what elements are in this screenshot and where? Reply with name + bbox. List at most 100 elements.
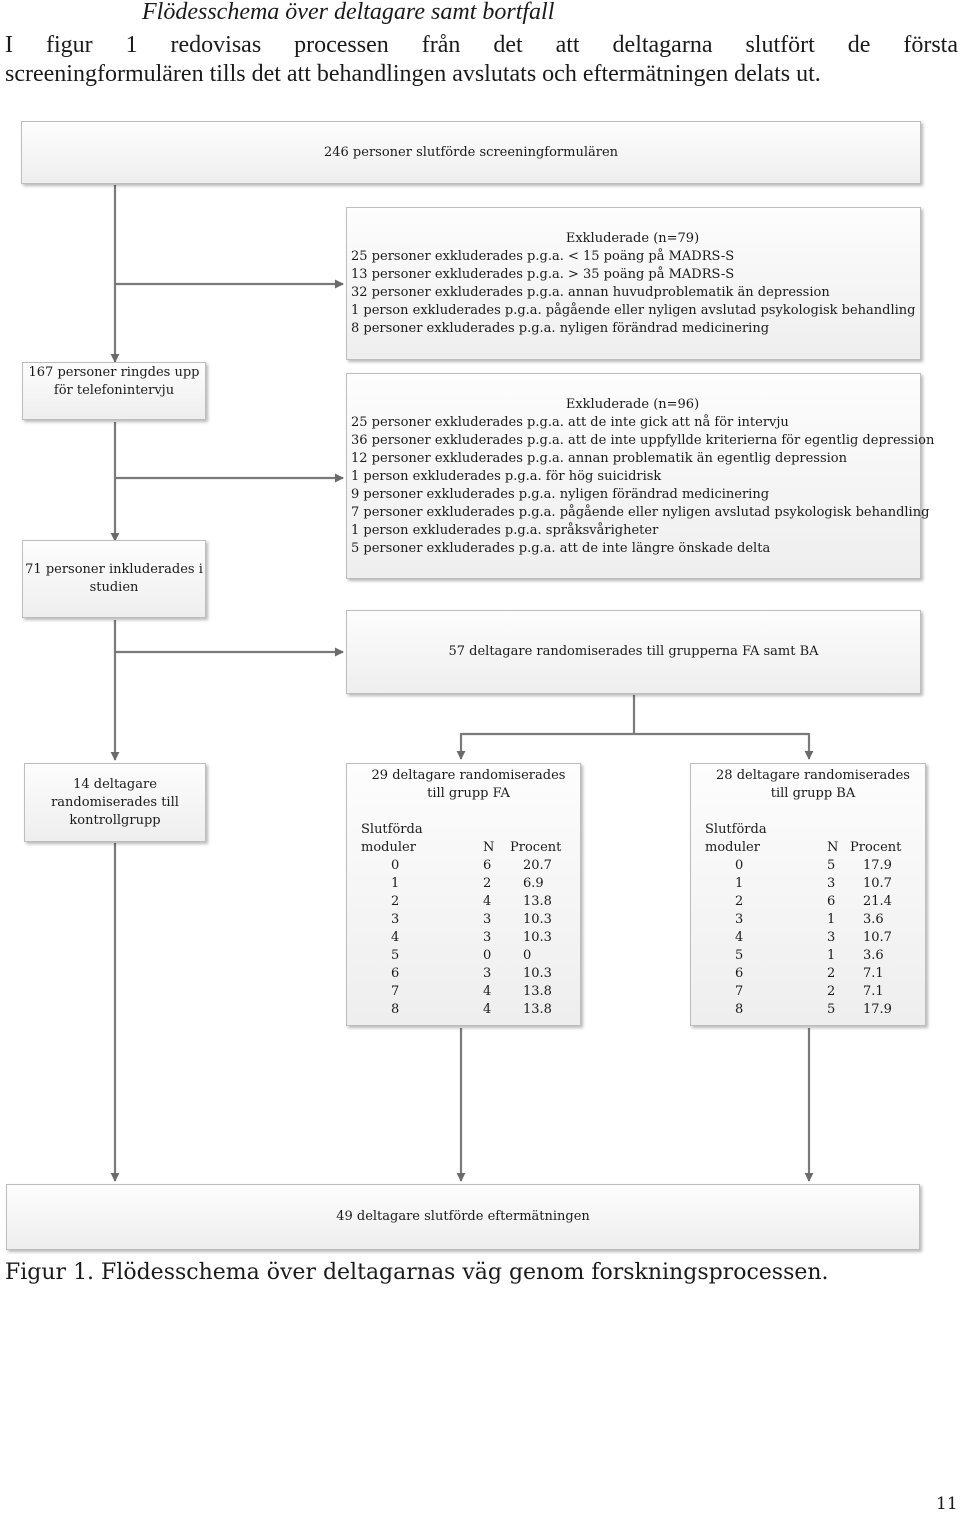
phone-interview-box: 167 personer ringdes upp för telefoninte…	[22, 362, 206, 420]
n-cell: 1	[827, 948, 836, 963]
n-cell: 2	[827, 984, 836, 999]
table-row: 3 3 10.3	[361, 911, 570, 929]
header-percent: Procent	[850, 840, 902, 855]
header-modules-1: Slutförda	[361, 822, 423, 837]
randomized-text: 57 deltagare randomiserades till grupper…	[448, 644, 819, 659]
percent-cell: 10.3	[523, 966, 552, 981]
table-row: 2 6 21.4	[705, 893, 910, 911]
percent-cell: 0	[523, 948, 532, 963]
n-cell: 0	[483, 948, 492, 963]
module-cell: 5	[735, 948, 744, 963]
exclusion-1-line: 32 personer exkluderades p.g.a. annan hu…	[351, 285, 830, 300]
table-header-row: moduler N Procent	[705, 839, 910, 857]
exclusion-1-title: Exkluderade (n=79)	[565, 231, 700, 246]
exclusion-2-line: 7 personer exkluderades p.g.a. pågående …	[351, 505, 930, 520]
percent-cell: 6.9	[523, 876, 544, 891]
table-header-row: Slutförda	[361, 821, 570, 839]
table-header-row: moduler N Procent	[361, 839, 570, 857]
n-cell: 4	[483, 984, 492, 999]
exclusion-1-line: 1 person exkluderades p.g.a. pågående el…	[351, 303, 916, 318]
post-measurement-text: 49 deltagare slutförde eftermätningen	[336, 1209, 590, 1224]
exclusion-box-1: Exkluderade (n=79) 25 personer exkludera…	[346, 207, 921, 360]
exclusion-2-line: 1 person exkluderades p.g.a. för hög sui…	[351, 469, 662, 484]
table-row: 7 4 13.8	[361, 983, 570, 1001]
percent-cell: 17.9	[863, 858, 892, 873]
module-cell: 4	[391, 930, 400, 945]
n-cell: 5	[827, 858, 836, 873]
header-modules-1: Slutförda	[705, 822, 767, 837]
randomized-box: 57 deltagare randomiserades till grupper…	[346, 610, 921, 694]
heading: Flödesschema över deltagare samt bortfal…	[142, 0, 555, 25]
control-group-text: 14 deltagare randomiserades till kontrol…	[51, 776, 179, 828]
module-cell: 6	[735, 966, 744, 981]
n-cell: 5	[827, 1002, 836, 1017]
intro-line-2: screeningformulären tills det att behand…	[5, 61, 821, 87]
percent-cell: 21.4	[863, 894, 892, 909]
n-cell: 2	[483, 876, 492, 891]
n-cell: 3	[827, 930, 836, 945]
table-row: 8 4 13.8	[361, 1001, 570, 1019]
exclusion-2-line: 9 personer exkluderades p.g.a. nyligen f…	[351, 487, 770, 502]
group-ba-box: 28 deltagare randomiserades till grupp B…	[690, 763, 926, 1026]
percent-cell: 10.3	[523, 930, 552, 945]
screening-text: 246 personer slutförde screeningformulär…	[323, 144, 619, 160]
screening-box: 246 personer slutförde screeningformulär…	[21, 121, 921, 184]
n-cell: 3	[483, 912, 492, 927]
module-cell: 3	[391, 912, 400, 927]
n-cell: 3	[827, 876, 836, 891]
figure-caption: Figur 1. Flödesschema över deltagarnas v…	[5, 1260, 829, 1285]
percent-cell: 10.7	[863, 876, 892, 891]
header-n: N	[827, 840, 839, 855]
percent-cell: 10.3	[523, 912, 552, 927]
included-box: 71 personer inkluderades i studien	[22, 540, 206, 618]
header-percent: Procent	[510, 840, 562, 855]
table-row: 4 3 10.3	[361, 929, 570, 947]
percent-cell: 13.8	[523, 1002, 552, 1017]
exclusion-1-line: 13 personer exkluderades p.g.a. > 35 poä…	[351, 267, 735, 282]
n-cell: 1	[827, 912, 836, 927]
group-fa-title: 29 deltagare randomiserades till grupp F…	[371, 768, 566, 801]
module-cell: 0	[735, 858, 744, 873]
n-cell: 3	[483, 930, 492, 945]
exclusion-2-line: 1 person exkluderades p.g.a. språksvårig…	[351, 523, 659, 538]
exclusion-box-2: Exkluderade (n=96) 25 personer exkludera…	[346, 373, 935, 579]
n-cell: 6	[827, 894, 836, 909]
percent-cell: 7.1	[863, 966, 884, 981]
table-row: 0 5 17.9	[705, 857, 910, 875]
module-cell: 7	[391, 984, 400, 999]
module-cell: 6	[391, 966, 400, 981]
n-cell: 4	[483, 894, 492, 909]
module-cell: 8	[735, 1002, 744, 1017]
control-group-box: 14 deltagare randomiserades till kontrol…	[24, 763, 206, 842]
intro-paragraph: I figur 1 redovisas processen från det a…	[5, 31, 958, 89]
exclusion-1-line: 8 personer exkluderades p.g.a. nyligen f…	[351, 321, 770, 336]
header-modules-2: moduler	[361, 840, 416, 855]
exclusion-2-line: 5 personer exkluderades p.g.a. att de in…	[351, 541, 771, 556]
percent-cell: 17.9	[863, 1002, 892, 1017]
header-modules-2: moduler	[705, 840, 760, 855]
percent-cell: 3.6	[863, 912, 884, 927]
percent-cell: 13.8	[523, 894, 552, 909]
percent-cell: 13.8	[523, 984, 552, 999]
exclusion-2-line: 12 personer exkluderades p.g.a. annan pr…	[351, 451, 847, 466]
group-fa-box: 29 deltagare randomiserades till grupp F…	[346, 763, 581, 1026]
n-cell: 3	[483, 966, 492, 981]
module-cell: 1	[391, 876, 400, 891]
group-ba-title: 28 deltagare randomiserades till grupp B…	[716, 768, 910, 801]
exclusion-2-line: 36 personer exkluderades p.g.a. att de i…	[351, 433, 935, 448]
module-cell: 2	[735, 894, 744, 909]
n-cell: 2	[827, 966, 836, 981]
percent-cell: 7.1	[863, 984, 884, 999]
module-cell: 7	[735, 984, 744, 999]
n-cell: 6	[483, 858, 492, 873]
module-cell: 8	[391, 1002, 400, 1017]
n-cell: 4	[483, 1002, 492, 1017]
exclusion-1-line: 25 personer exkluderades p.g.a. < 15 poä…	[351, 249, 735, 264]
